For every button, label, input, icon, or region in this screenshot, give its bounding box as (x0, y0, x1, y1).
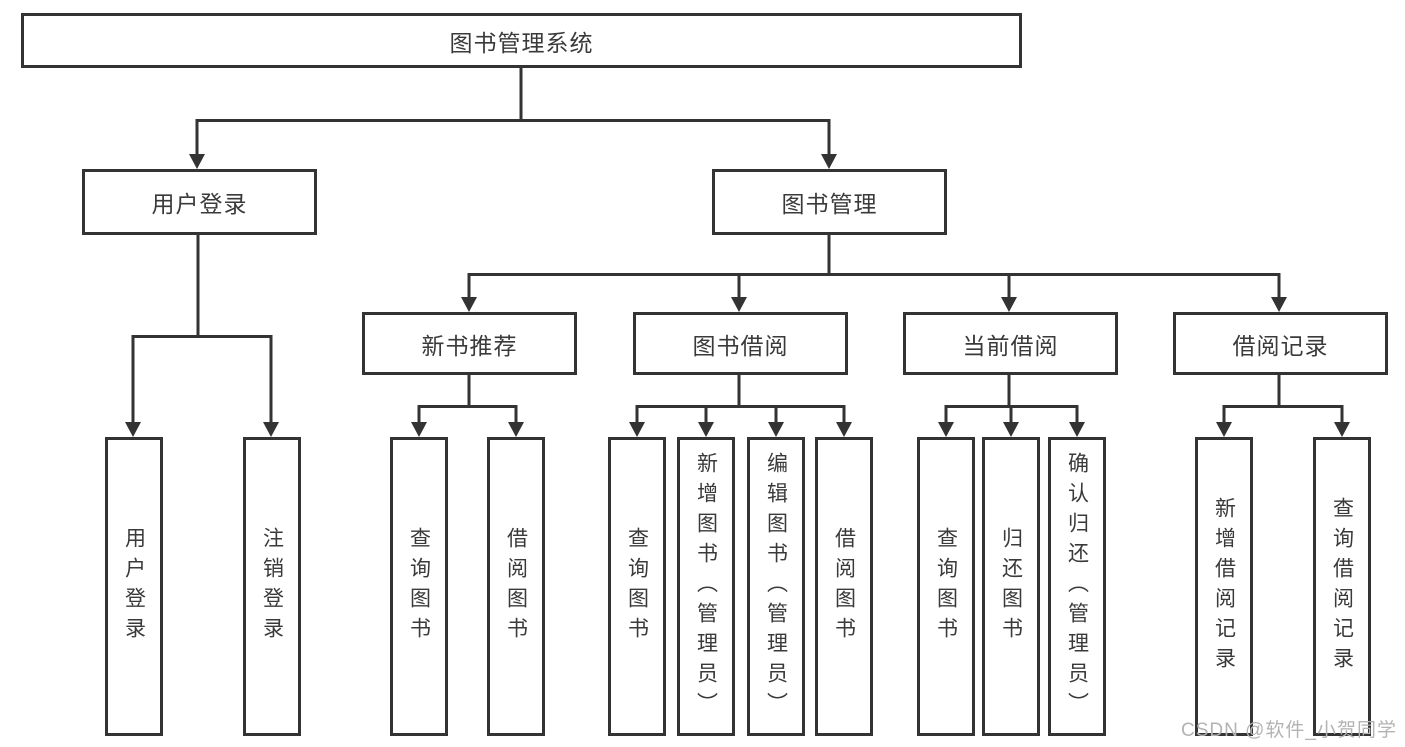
connector-new-book-to-children (417, 375, 518, 423)
node-query-books-borrowing: 查询图书 (608, 437, 666, 736)
node-user-login-branch: 用户登录 (82, 169, 317, 235)
node-library-management-system: 图书管理系统 (21, 13, 1022, 68)
node-add-books-admin: 新增图书（管理员） (677, 437, 735, 736)
arrowhead (1069, 422, 1085, 437)
arrowhead (821, 154, 837, 169)
connector-current-borrow-to-children (944, 375, 1079, 423)
arrowhead (731, 297, 747, 312)
arrowhead (1334, 422, 1350, 437)
node-query-books-current: 查询图书 (917, 437, 975, 736)
node-user-login: 用户登录 (105, 437, 163, 736)
arrowhead (1216, 422, 1232, 437)
arrowhead (1003, 422, 1019, 437)
arrowhead (411, 422, 427, 437)
arrowhead (461, 297, 477, 312)
arrowhead (629, 422, 645, 437)
node-add-borrow-record: 新增借阅记录 (1195, 437, 1253, 736)
node-confirm-return-admin: 确认归还（管理员） (1048, 437, 1106, 736)
arrowhead (189, 154, 205, 169)
arrowhead (508, 422, 524, 437)
node-borrow-books: 借阅图书 (815, 437, 873, 736)
node-new-book-recommendation: 新书推荐 (362, 312, 577, 375)
connector-book-mgmt-to-sections (467, 235, 1281, 298)
node-return-books: 归还图书 (982, 437, 1040, 736)
node-logout: 注销登录 (243, 437, 301, 736)
arrowhead (836, 422, 852, 437)
node-query-borrow-record: 查询借阅记录 (1313, 437, 1371, 736)
arrowhead (698, 422, 714, 437)
arrowhead (1001, 297, 1017, 312)
node-borrow-books-recommend: 借阅图书 (487, 437, 545, 736)
arrowhead (1271, 297, 1287, 312)
connector-book-borrow-to-children (635, 375, 846, 423)
arrowhead (938, 422, 954, 437)
arrowhead (768, 422, 784, 437)
arrowhead (125, 422, 141, 437)
csdn-watermark: CSDN @软件_小贺同学 (1181, 720, 1397, 741)
node-book-management-branch: 图书管理 (712, 169, 947, 235)
connector-borrow-record-to-children (1222, 375, 1344, 423)
node-borrowing-records: 借阅记录 (1173, 312, 1388, 375)
connector-user-login-to-children (131, 235, 273, 423)
node-book-borrowing: 图书借阅 (633, 312, 848, 375)
connector-root-to-level2 (195, 68, 831, 155)
node-edit-books-admin: 编辑图书（管理员） (747, 437, 805, 736)
node-current-borrowing: 当前借阅 (903, 312, 1118, 375)
arrowhead (263, 422, 279, 437)
node-query-books-recommend: 查询图书 (390, 437, 448, 736)
